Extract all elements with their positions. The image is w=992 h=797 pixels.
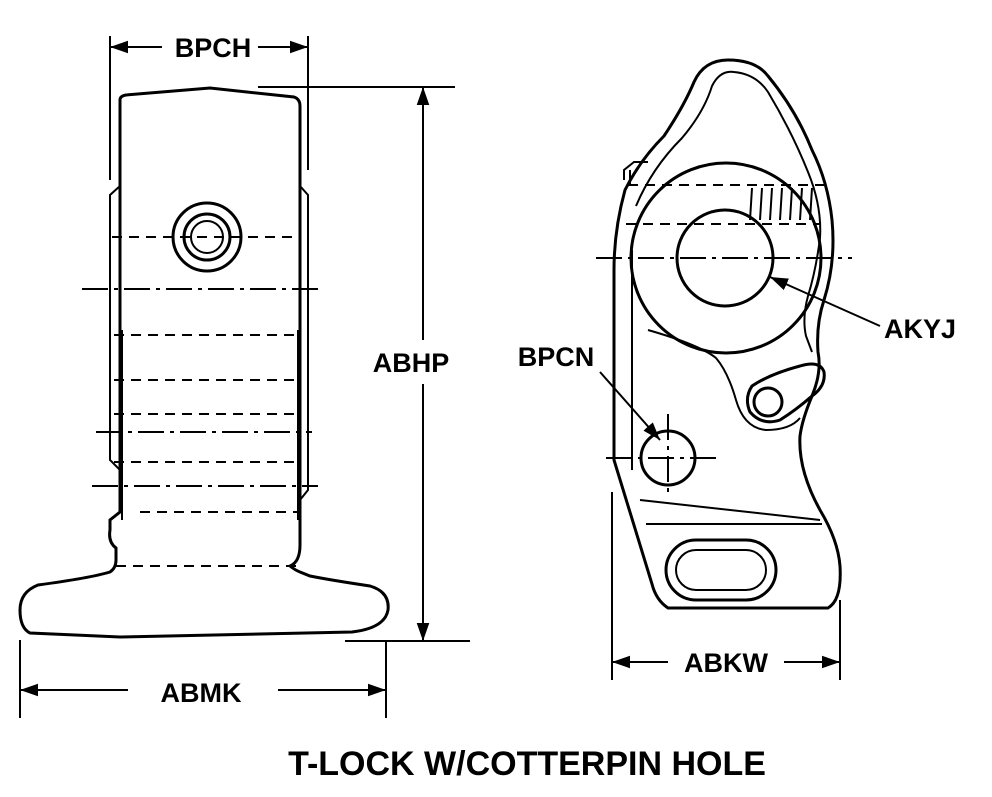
abhp-label: ABHP (373, 348, 450, 378)
side-view-cotter-pin (745, 362, 826, 424)
dimension-abmk: ABMK (19, 640, 387, 718)
side-view-cotter-pin-eye (752, 386, 784, 418)
front-view-body-outline (18, 86, 390, 639)
side-view-pawl (647, 329, 801, 432)
diagram-title: T-LOCK W/COTTERPIN HOLE (288, 745, 766, 783)
leader-akyj: AKYJ (769, 276, 956, 344)
front-view-right-flange (299, 185, 309, 501)
bpch-label: BPCH (175, 33, 252, 63)
abmk-label: ABMK (161, 678, 242, 708)
bpcn-label: BPCN (518, 342, 595, 372)
side-view-hook-loop (635, 70, 822, 353)
side-view-band-line (639, 499, 821, 521)
akyj-label: AKYJ (884, 314, 956, 344)
side-view-thread-marks (749, 187, 813, 221)
dimension-bpch: BPCH (109, 33, 309, 180)
dimension-abhp: ABHP (258, 86, 470, 642)
front-view-left-flange (109, 185, 121, 471)
front-view (18, 86, 390, 639)
side-view-outline (612, 58, 842, 610)
abkw-label: ABKW (684, 648, 768, 678)
dimension-abkw: ABKW (611, 492, 841, 680)
leader-bpcn: BPCN (518, 342, 661, 441)
side-view-slot-inner (675, 549, 767, 591)
side-view-tab (623, 161, 648, 186)
side-view-slot-outer (664, 538, 778, 602)
side-view (596, 58, 852, 610)
